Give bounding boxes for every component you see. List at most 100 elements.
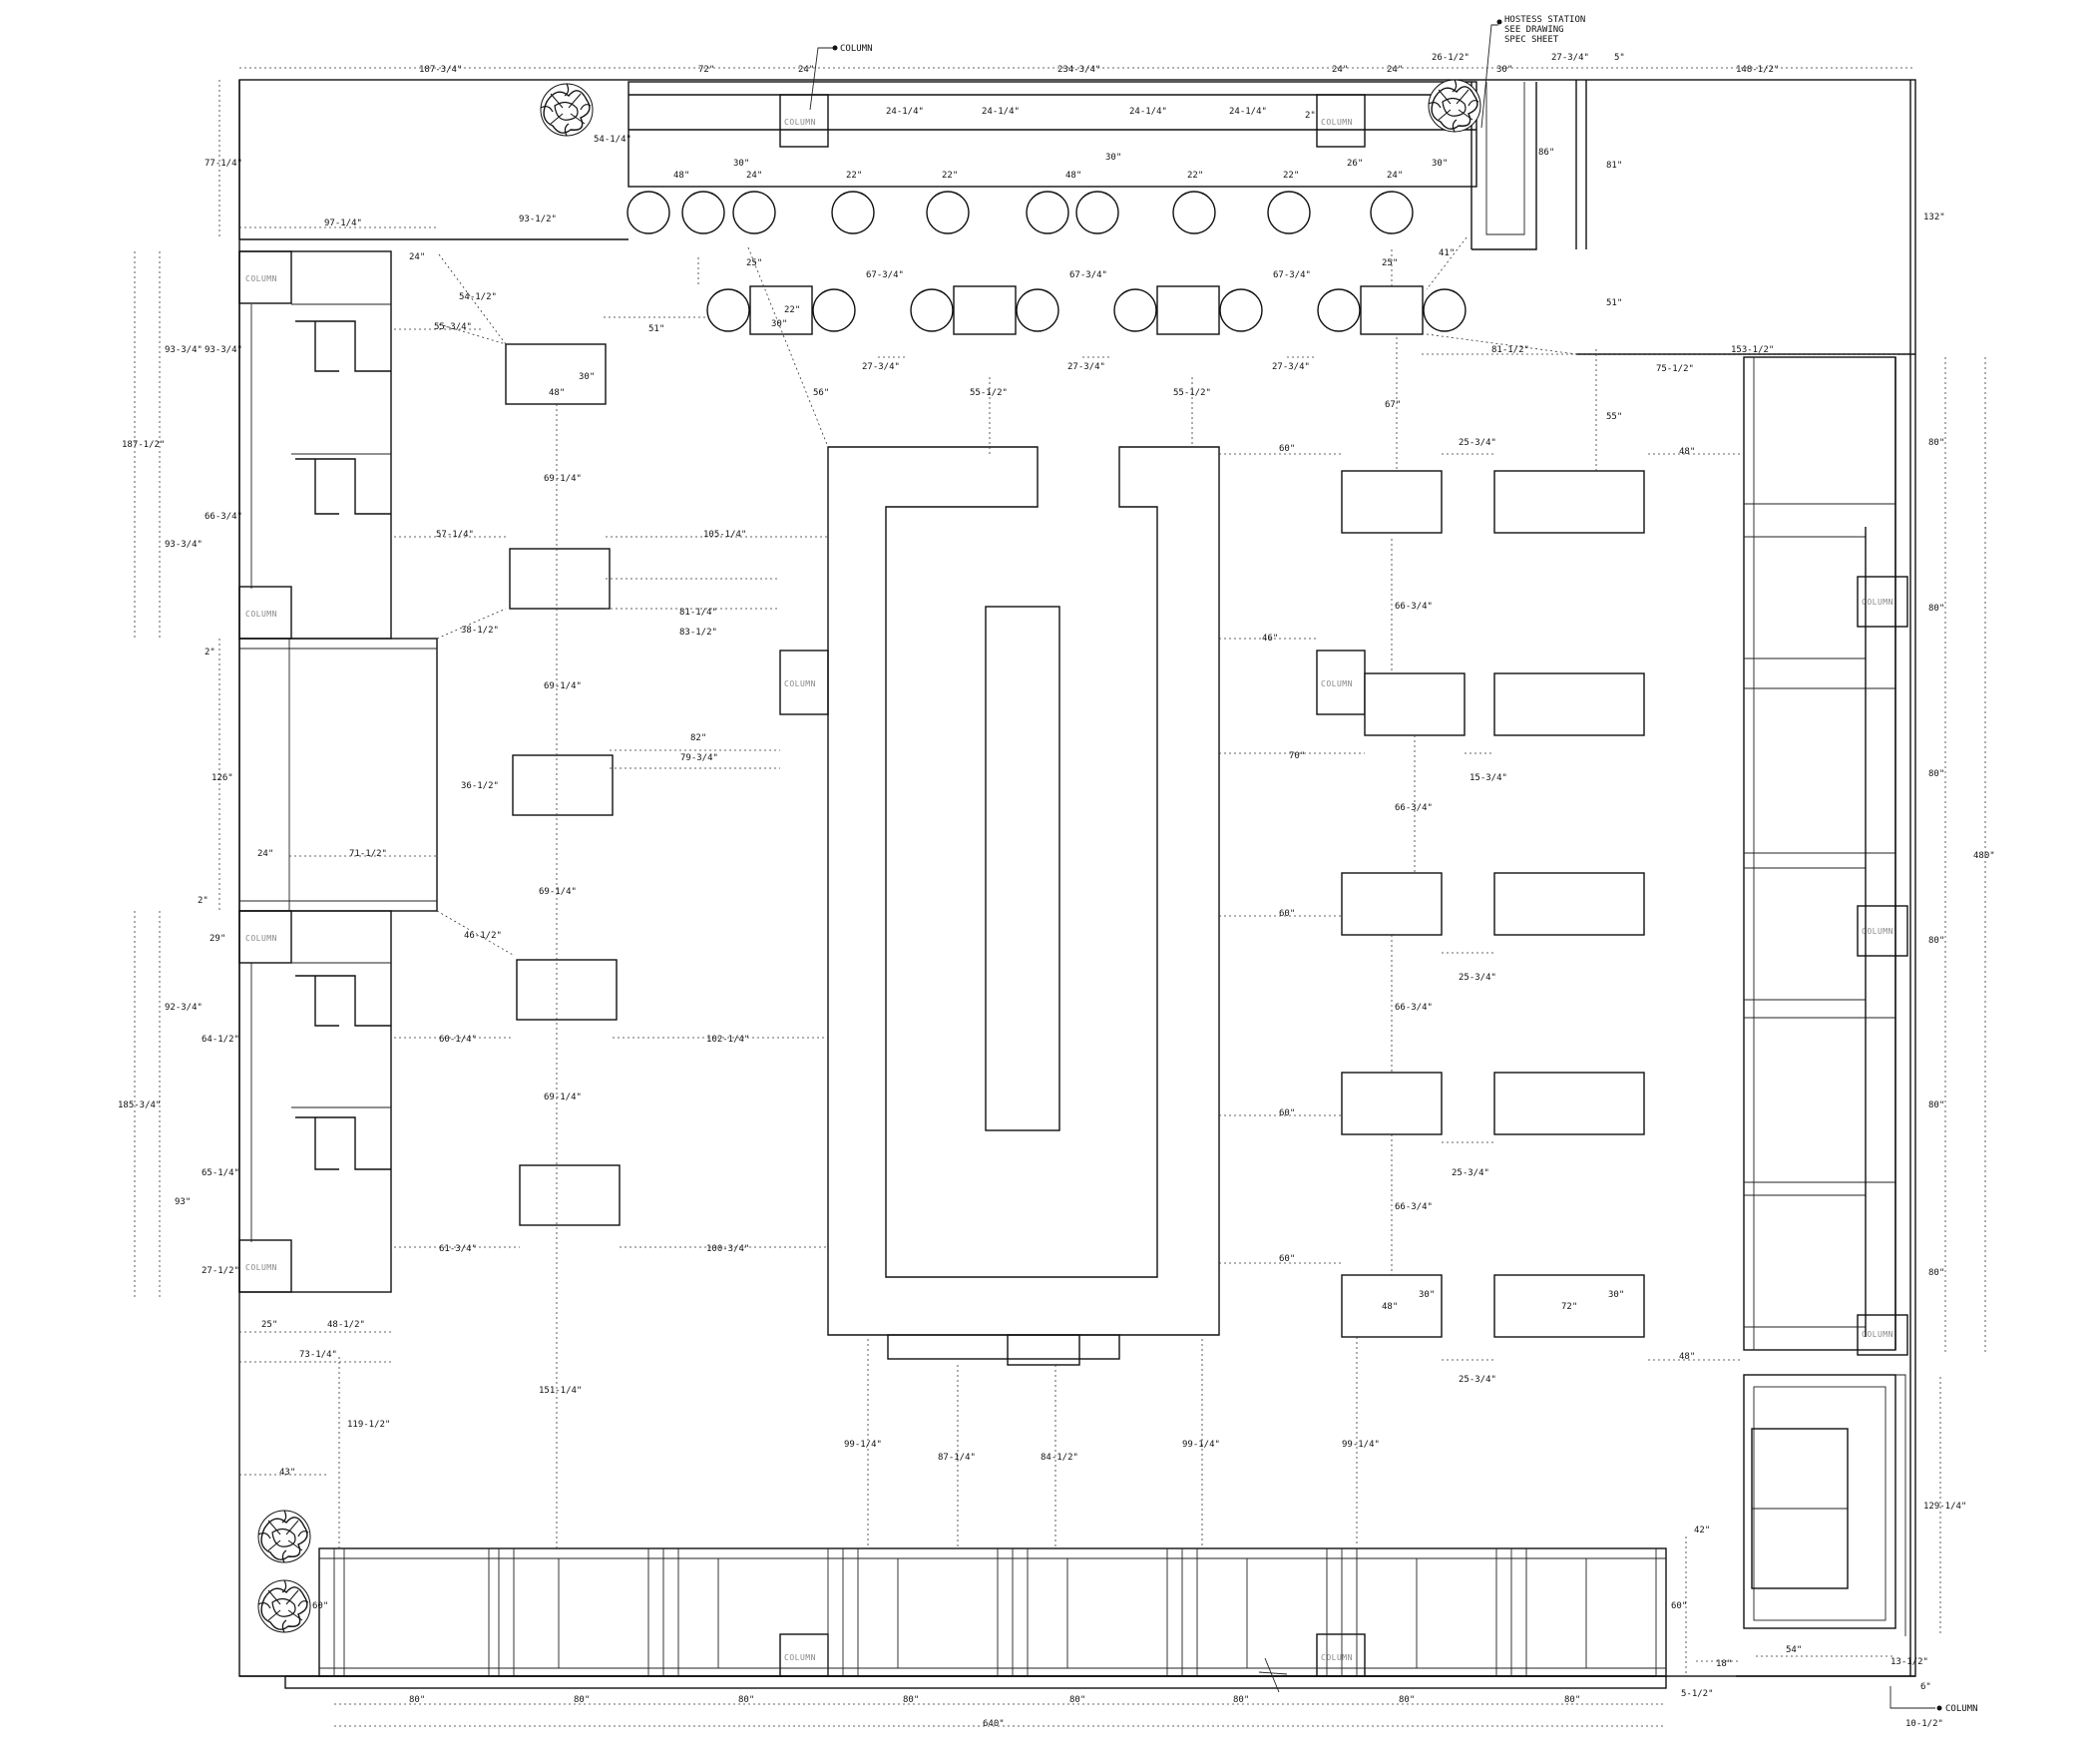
column: COLUMN — [1316, 1633, 1366, 1677]
dim-label: 43" — [279, 1468, 295, 1478]
dim-label: 66-3/4" — [205, 512, 242, 522]
dim-label: 46-1/2" — [464, 931, 502, 941]
dim-label: 61-3/4" — [439, 1244, 477, 1254]
dim-label: 42" — [1694, 1526, 1710, 1535]
dim-label: 13-1/2" — [1890, 1657, 1928, 1667]
dim-label: 81-1/2" — [1491, 345, 1529, 355]
dim-label: 99-1/4" — [844, 1440, 882, 1450]
dim-label: 60" — [1671, 1601, 1687, 1611]
svg-text:COLUMN: COLUMN — [784, 679, 816, 688]
dim-label: 148-1/2" — [1736, 65, 1779, 75]
dim-label: 81" — [1606, 161, 1622, 171]
dimension-labels: 187-3/4" 72" 24" 234-3/4" 24" 24" 26-1/2… — [118, 53, 1995, 1729]
dim-label: 24" — [798, 65, 814, 75]
dim-label: 27-3/4" — [1067, 362, 1105, 372]
dim-label: 80" — [1928, 1100, 1944, 1110]
dim-label: 93-3/4" — [165, 345, 203, 355]
dim-label: 151-1/4" — [539, 1386, 582, 1396]
dim-label: 22" — [1283, 171, 1299, 181]
dim-label: 80" — [1233, 1695, 1249, 1705]
plant-icon — [1428, 79, 1481, 133]
svg-text:COLUMN: COLUMN — [245, 274, 277, 283]
dim-label: 25" — [261, 1320, 277, 1330]
dim-label: 187-1/2" — [122, 440, 165, 450]
section-break-mark — [1258, 1657, 1288, 1693]
dim-label: 153-1/2" — [1731, 345, 1774, 355]
dim-label: 67-3/4" — [1273, 270, 1311, 280]
dim-label: 29" — [210, 934, 225, 944]
svg-text:COLUMN: COLUMN — [1321, 1653, 1353, 1662]
dim-label: 69-1/4" — [544, 681, 582, 691]
dim-label: 60-1/4" — [439, 1035, 477, 1045]
svg-text:COLUMN: COLUMN — [1321, 118, 1353, 127]
dim-label: 66-3/4" — [1395, 602, 1433, 612]
high-top-tables — [706, 285, 1467, 335]
dim-label: 22" — [784, 305, 800, 315]
dim-label: 69-1/4" — [544, 1093, 582, 1102]
dim-label: 73-1/4" — [299, 1350, 337, 1360]
dim-label: 48" — [1679, 447, 1695, 457]
dim-label: 93-3/4" — [205, 345, 242, 355]
dim-label: 185-3/4" — [118, 1100, 161, 1110]
dim-label: 41" — [1439, 248, 1455, 258]
dim-label: 25-3/4" — [1452, 1168, 1489, 1178]
dim-label: 80" — [1928, 604, 1944, 614]
svg-text:SEE DRAWING: SEE DRAWING — [1504, 25, 1564, 35]
dim-label: 80" — [738, 1695, 754, 1705]
dim-label: 25-3/4" — [1459, 1375, 1496, 1385]
column: COLUMN — [779, 1633, 829, 1677]
column-callout-bottom: COLUMN — [1890, 1686, 1978, 1714]
right-tables — [1341, 470, 1645, 1338]
dim-label: 26-1/2" — [1432, 53, 1470, 63]
dim-label: 55-3/4" — [434, 322, 472, 332]
dim-label: 92-3/4" — [165, 1003, 203, 1013]
dim-label: 97-1/4" — [324, 219, 362, 228]
dim-label: 67-3/4" — [1069, 270, 1107, 280]
dim-label: 71-1/2" — [349, 849, 387, 859]
dim-label: 25" — [746, 258, 762, 268]
dim-label: 80" — [1069, 1695, 1085, 1705]
dim-label: 187-3/4" — [419, 65, 462, 75]
dim-label: 22" — [1187, 171, 1203, 181]
dim-label: 5" — [1614, 53, 1625, 63]
dim-label: 119-1/2" — [347, 1420, 390, 1430]
dim-label: 25" — [1382, 258, 1398, 268]
column: COLUMN — [1857, 905, 1908, 957]
dim-label: 27-3/4" — [1551, 53, 1589, 63]
dim-label: 80" — [1928, 438, 1944, 448]
dim-label: 51" — [648, 324, 664, 334]
dim-label: 84-1/2" — [1041, 1453, 1078, 1463]
dim-label: 79-3/4" — [680, 753, 718, 763]
dim-label: 80" — [1928, 1268, 1944, 1278]
dim-label: 132" — [1923, 213, 1945, 222]
bar-stools-top — [627, 191, 1414, 234]
svg-text:COLUMN: COLUMN — [245, 1263, 277, 1272]
dim-label: 60" — [1279, 1254, 1295, 1264]
dim-label: 30" — [733, 159, 749, 169]
dim-label: 60" — [312, 1601, 328, 1611]
dim-label: 30" — [1496, 65, 1512, 75]
dim-label: 234-3/4" — [1057, 65, 1100, 75]
dim-label: 2" — [205, 648, 215, 657]
column: COLUMN — [1857, 1314, 1908, 1356]
dim-label: 56" — [813, 388, 829, 398]
dim-label: 27-3/4" — [1272, 362, 1310, 372]
dim-label: 27-3/4" — [862, 362, 900, 372]
dim-label: 48" — [549, 388, 565, 398]
banquette-bottom — [284, 1547, 1667, 1689]
dim-label: 60" — [1279, 909, 1295, 919]
dimension-lines — [134, 67, 1986, 1727]
dim-label: 80" — [1928, 769, 1944, 779]
dim-label: 24" — [1387, 65, 1403, 75]
dim-label: 55-1/2" — [970, 388, 1008, 398]
dim-label: 80" — [903, 1695, 919, 1705]
column: COLUMN — [238, 1239, 292, 1293]
column-callout-top: COLUMN — [809, 44, 873, 111]
dim-label: 24-1/4" — [982, 107, 1020, 117]
dim-label: 57-1/4" — [436, 530, 474, 540]
dim-label: 48" — [673, 171, 689, 181]
dim-label: 30" — [1608, 1290, 1624, 1300]
dim-label: 48" — [1065, 171, 1081, 181]
svg-text:SPEC SHEET: SPEC SHEET — [1504, 35, 1559, 45]
plant-icon — [257, 1579, 311, 1633]
